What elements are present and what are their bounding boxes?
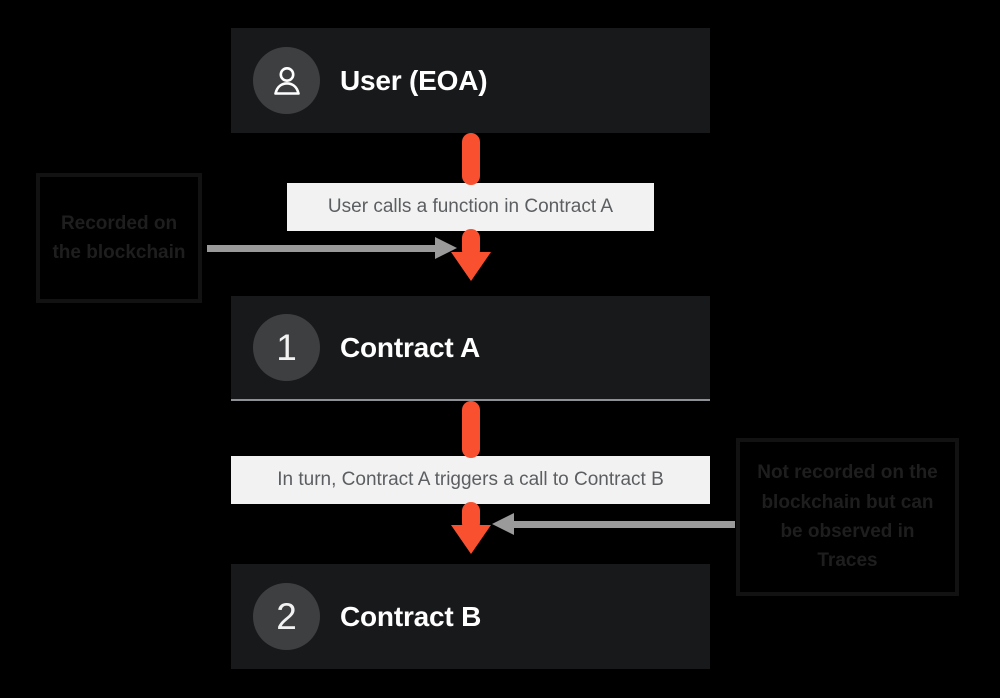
arrow-shaft-upper	[462, 133, 480, 185]
pointer-shaft	[514, 521, 735, 528]
annotation-recorded-text: Recorded on the blockchain	[52, 212, 186, 263]
arrow-head-down-icon	[451, 252, 491, 281]
annotation-not-recorded-traces: Not recorded on the blockchain but can b…	[736, 438, 959, 596]
annotation-not-recorded-text: Not recorded on the blockchain but can b…	[757, 462, 938, 572]
arrow-head-down-icon	[451, 525, 491, 554]
step-number-badge-1: 1	[253, 314, 320, 381]
step-label-1-text: User calls a function in Contract A	[327, 196, 614, 217]
node-title-user: User (EOA)	[340, 64, 488, 96]
node-card-user[interactable]: User (EOA)	[231, 28, 710, 133]
step-number-badge-2: 2	[253, 583, 320, 650]
node-title-contract-a: Contract A	[340, 331, 481, 363]
arrow-shaft-lower	[462, 502, 480, 532]
step-label-2-text: In turn, Contract A triggers a call to C…	[277, 469, 664, 490]
pointer-head-right-icon	[435, 237, 457, 259]
pointer-head-left-icon	[492, 513, 514, 535]
arrow-shaft-upper	[462, 401, 480, 458]
person-icon	[269, 63, 305, 99]
step-label-1: User calls a function in Contract A	[287, 183, 654, 231]
node-card-contract-b[interactable]: 2 Contract B	[231, 564, 710, 669]
arrow-shaft-lower	[462, 229, 480, 259]
step-number-1: 1	[276, 327, 297, 368]
node-card-contract-a[interactable]: 1 Contract A	[231, 296, 710, 401]
annotation-recorded-on-blockchain: Recorded on the blockchain	[36, 173, 202, 303]
step-label-2: In turn, Contract A triggers a call to C…	[231, 456, 710, 504]
node-title-contract-b: Contract B	[340, 600, 482, 632]
step-number-2: 2	[276, 596, 297, 637]
pointer-shaft	[207, 245, 435, 252]
person-icon-badge	[253, 47, 320, 114]
